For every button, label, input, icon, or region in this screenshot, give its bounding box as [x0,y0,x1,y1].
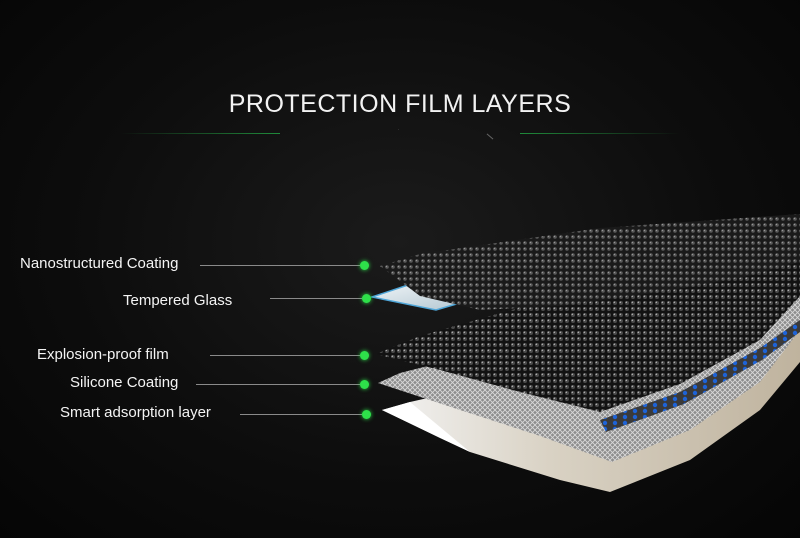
leader-line [270,298,362,299]
title-divider-center [398,129,399,130]
layer-label-nanostructured-coating: Nanostructured Coating [20,255,179,272]
nanostructured-coating-shape [380,214,800,310]
leader-line [210,355,360,356]
title-divider-right [520,133,680,134]
blue-bead-edge [600,320,800,432]
leader-line [240,414,362,415]
leader-line [200,265,360,266]
marker-dot [360,380,369,389]
title-divider-left [120,133,280,134]
layer-label-smart-adsorption-layer: Smart adsorption layer [60,404,211,421]
layer-label-explosion-proof-film: Explosion-proof film [37,346,169,363]
page-title: PROTECTION FILM LAYERS [228,90,572,118]
layer-label-tempered-glass: Tempered Glass [123,292,233,309]
marker-dot [362,410,371,419]
marker-dot [360,351,369,360]
marker-dot [362,294,371,303]
layer-label-silicone-coating: Silicone Coating [70,374,179,391]
leader-line [196,384,360,385]
marker-dot [360,261,369,270]
